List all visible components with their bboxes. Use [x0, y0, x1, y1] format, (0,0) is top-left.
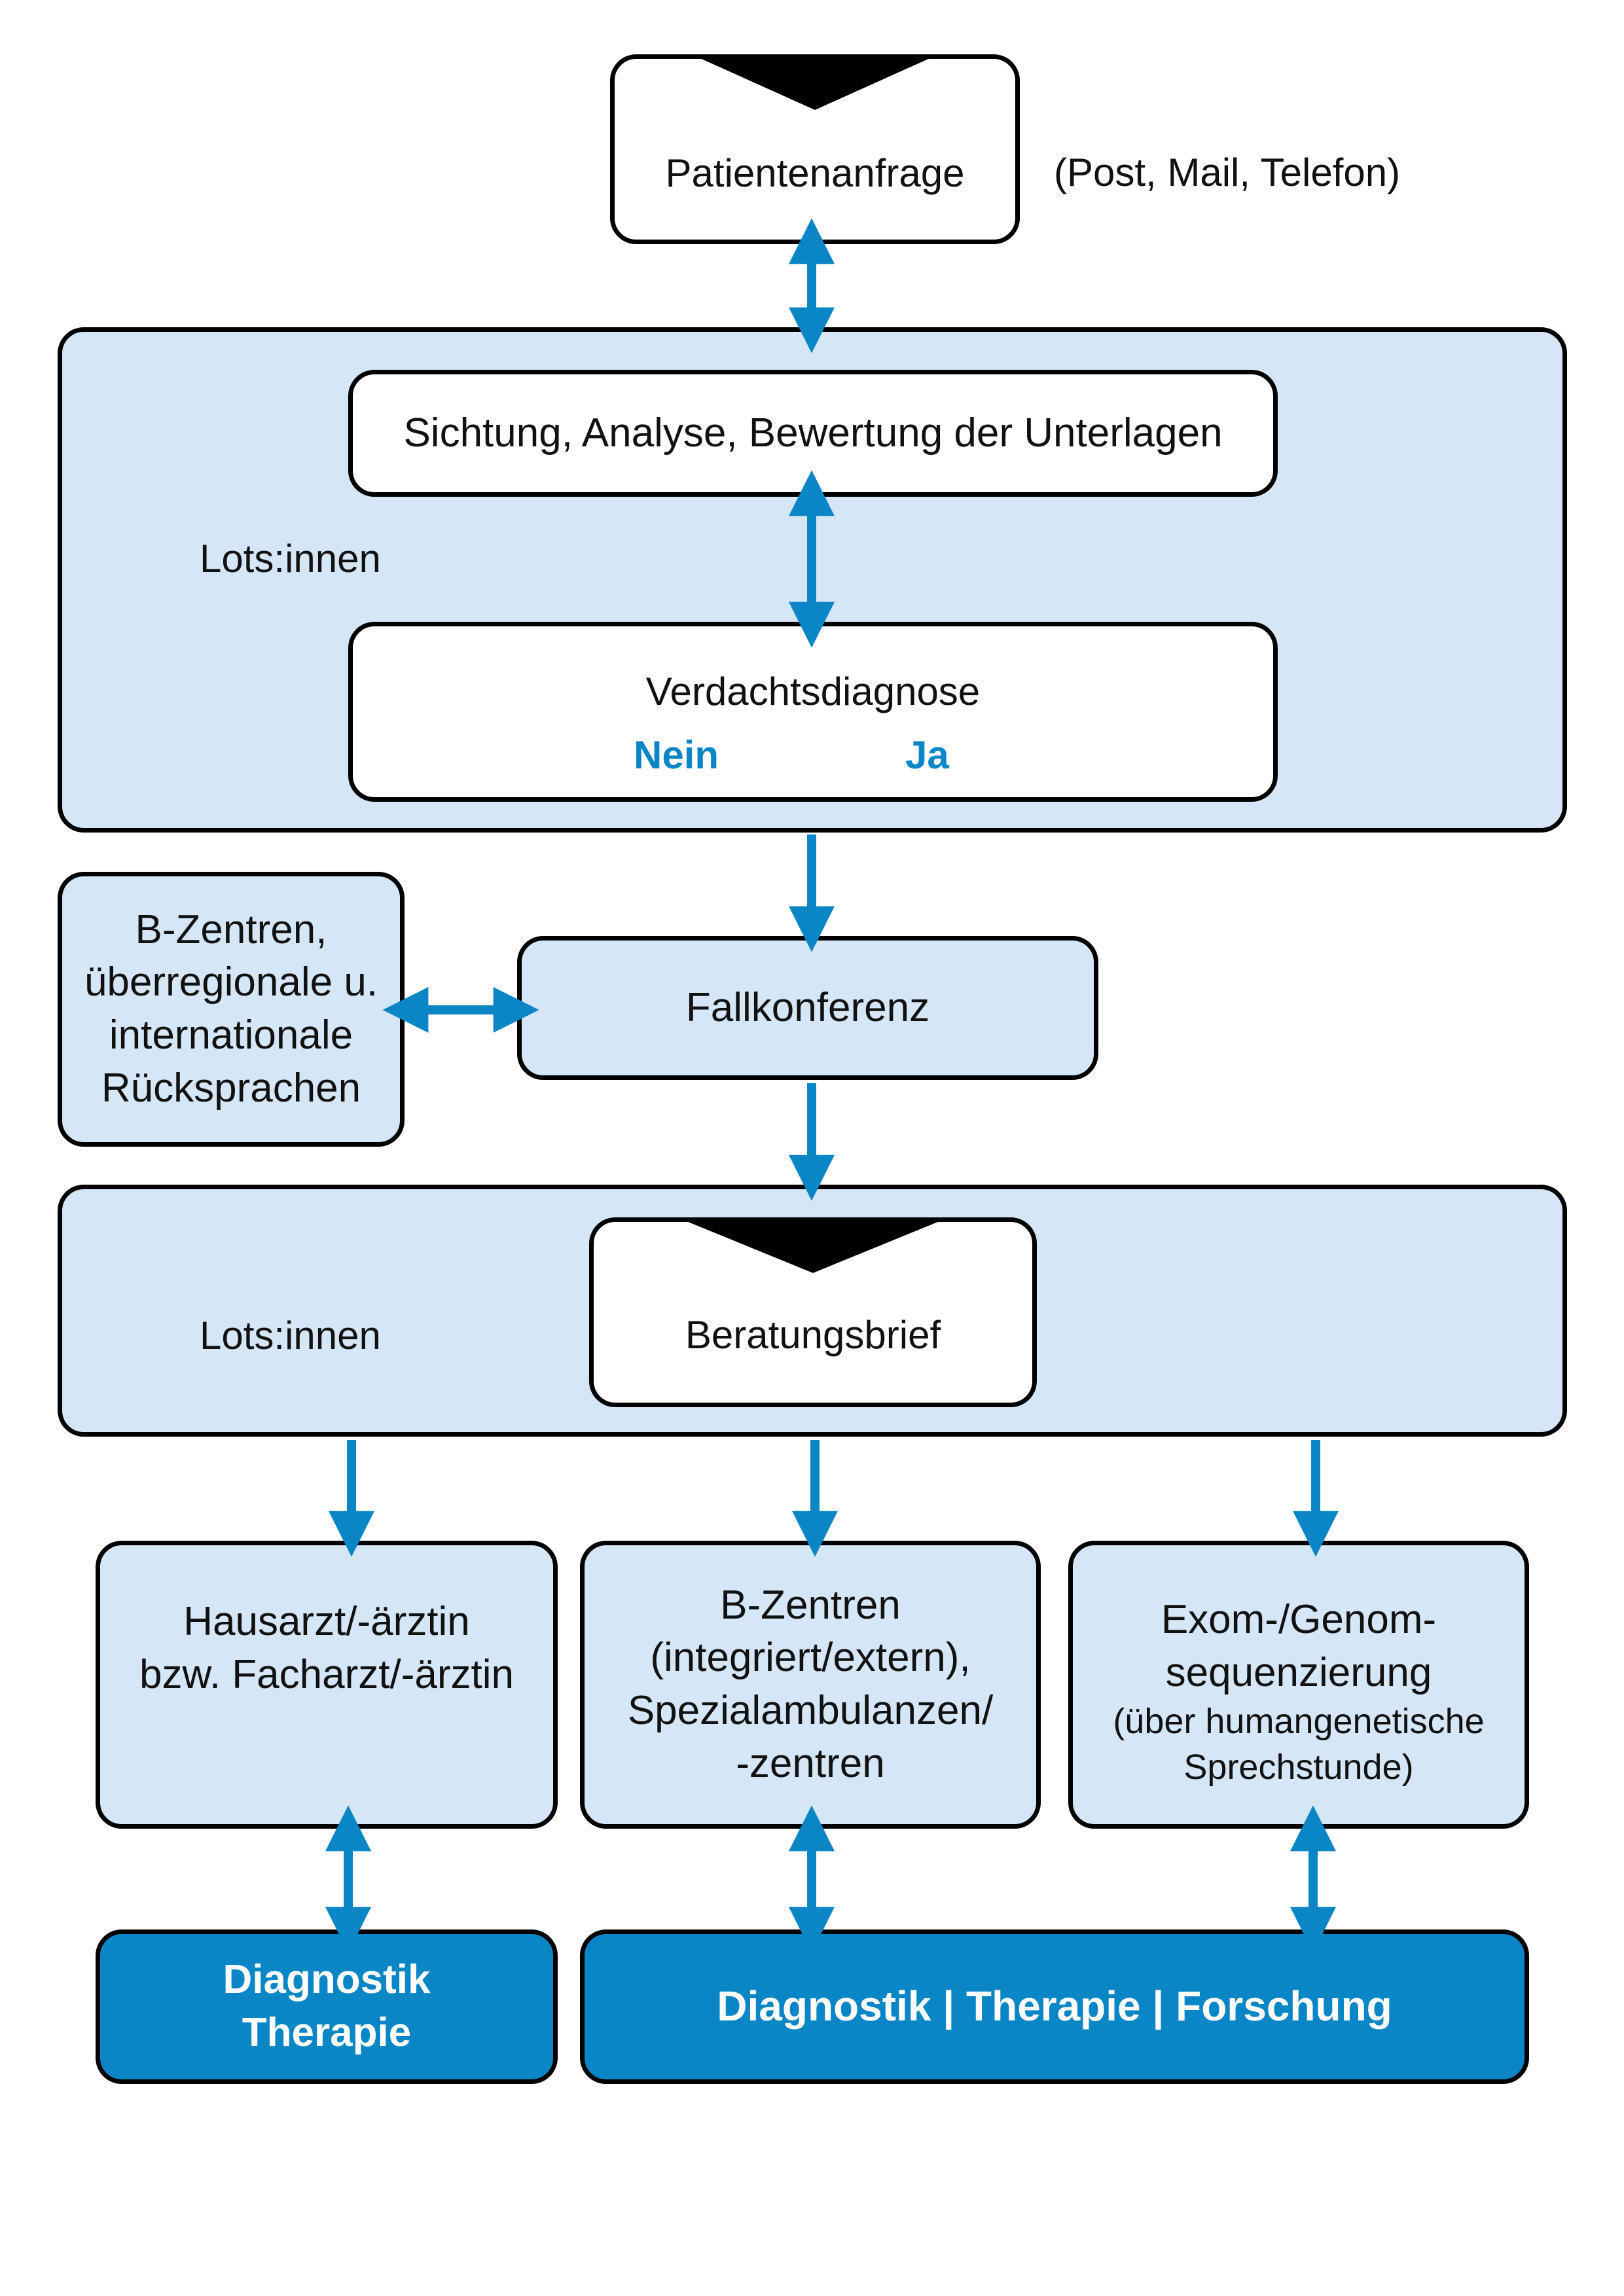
sequencing-note: (über humangenetische Sprechstunde)	[1113, 1702, 1485, 1787]
no-label: Nein	[634, 733, 719, 777]
sequencing-title: Exom-/Genom- sequenzierung	[1161, 1597, 1437, 1695]
gp-specialist-label: Hausarzt/-ärztin bzw. Facharzt/-ärztin	[139, 1599, 514, 1697]
specialist-centers-label: B-Zentren (integriert/extern), Spezialam…	[627, 1582, 994, 1786]
letter-role-label: Lots:innen	[200, 1314, 381, 1357]
centers-consultation-label: B-Zentren, überregionale u. internationa…	[84, 906, 378, 1111]
suspected-diagnosis-label: Verdachtsdiagnose	[645, 670, 981, 713]
yes-label: Ja	[905, 733, 949, 777]
sequencing-box	[1068, 1541, 1529, 1829]
envelope-flap-icon	[615, 1220, 1011, 1273]
request-channels: (Post, Mail, Telefon)	[1054, 151, 1401, 194]
suspected-diagnosis-box	[348, 622, 1278, 802]
patient-request-label: Patientenanfrage	[665, 151, 965, 195]
case-conference-label: Fallkonferenz	[685, 984, 930, 1030]
advice-letter-label: Beratungsbrief	[685, 1313, 941, 1357]
diagnostics-therapy-label: Diagnostik Therapie	[223, 1957, 431, 2055]
specialist-centers-box: B-Zentren (integriert/extern), Spezialam…	[580, 1541, 1041, 1829]
diagnostics-therapy-research-label: Diagnostik | Therapie | Forschung	[717, 1982, 1392, 2030]
centers-consultation-box: B-Zentren, überregionale u. internationa…	[58, 872, 405, 1147]
diagnostics-therapy-research-box: Diagnostik | Therapie | Forschung	[580, 1929, 1529, 2084]
document-review-label: Sichtung, Analyse, Bewertung der Unterla…	[403, 410, 1223, 456]
triage-role-label: Lots:innen	[200, 537, 381, 581]
envelope-flap-icon	[636, 57, 994, 110]
